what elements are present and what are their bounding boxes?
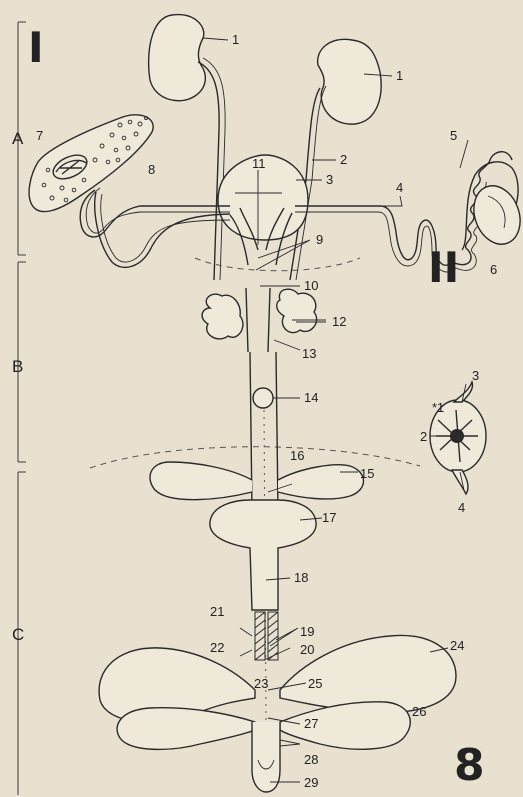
- right-kidney: [318, 39, 382, 124]
- label-9: 9: [316, 232, 323, 247]
- label-23: 23: [254, 676, 268, 691]
- label-11: 11: [252, 156, 266, 171]
- panel-label-I: I: [28, 23, 44, 72]
- figure-number: 8: [454, 740, 485, 791]
- inset-label-2: 2: [420, 429, 427, 444]
- gland-right: [277, 289, 317, 332]
- label-15: 15: [360, 466, 374, 481]
- label-1b: 1: [396, 68, 403, 83]
- label-21: 21: [210, 604, 224, 619]
- label-5: 5: [450, 128, 457, 143]
- wing-right-26: [280, 702, 410, 749]
- section-label-A: A: [12, 129, 24, 148]
- label-16: 16: [290, 448, 304, 463]
- label-17: 17: [322, 510, 336, 525]
- label-20: 20: [300, 642, 314, 657]
- section-label-B: B: [12, 357, 23, 376]
- inset-cross-section: [430, 382, 486, 494]
- lobe-right-15: [278, 465, 364, 499]
- label-24: 24: [450, 638, 464, 653]
- label-29: 29: [304, 775, 318, 790]
- label-6: 6: [490, 262, 497, 277]
- label-4: 4: [396, 180, 403, 195]
- stem-bottom: [252, 722, 280, 792]
- label-13: 13: [302, 346, 316, 361]
- label-26: 26: [412, 704, 426, 719]
- label-1a: 1: [232, 32, 239, 47]
- gland-left: [202, 294, 243, 339]
- bulb: [253, 388, 273, 408]
- testis: [466, 179, 523, 250]
- left-kidney: [149, 15, 206, 101]
- left-ureter-inner: [203, 58, 225, 280]
- inset-label-1: *1: [432, 400, 444, 415]
- label-7: 7: [36, 128, 43, 143]
- label-12: 12: [332, 314, 346, 329]
- label-3: 3: [326, 172, 333, 187]
- panel-label-II: II: [428, 243, 459, 292]
- label-8: 8: [148, 162, 155, 177]
- left-ureter: [198, 62, 219, 280]
- label-18: 18: [294, 570, 308, 585]
- label-22: 22: [210, 640, 224, 655]
- hatched-bars: [255, 612, 278, 660]
- boundary-line-lower: [90, 447, 420, 468]
- label-27: 27: [304, 716, 318, 731]
- label-10: 10: [304, 278, 318, 293]
- lobe-left-16: [150, 462, 252, 500]
- inset-label-4: 4: [458, 500, 465, 515]
- label-28: 28: [304, 752, 318, 767]
- label-19: 19: [300, 624, 314, 639]
- vesicle-17: [210, 500, 316, 610]
- wing-left-26: [117, 708, 255, 750]
- label-2: 2: [340, 152, 347, 167]
- central-shaft: [250, 352, 278, 510]
- label-14: 14: [304, 390, 318, 405]
- section-label-C: C: [12, 625, 24, 644]
- label-25: 25: [308, 676, 322, 691]
- inset-label-3: 3: [472, 368, 479, 383]
